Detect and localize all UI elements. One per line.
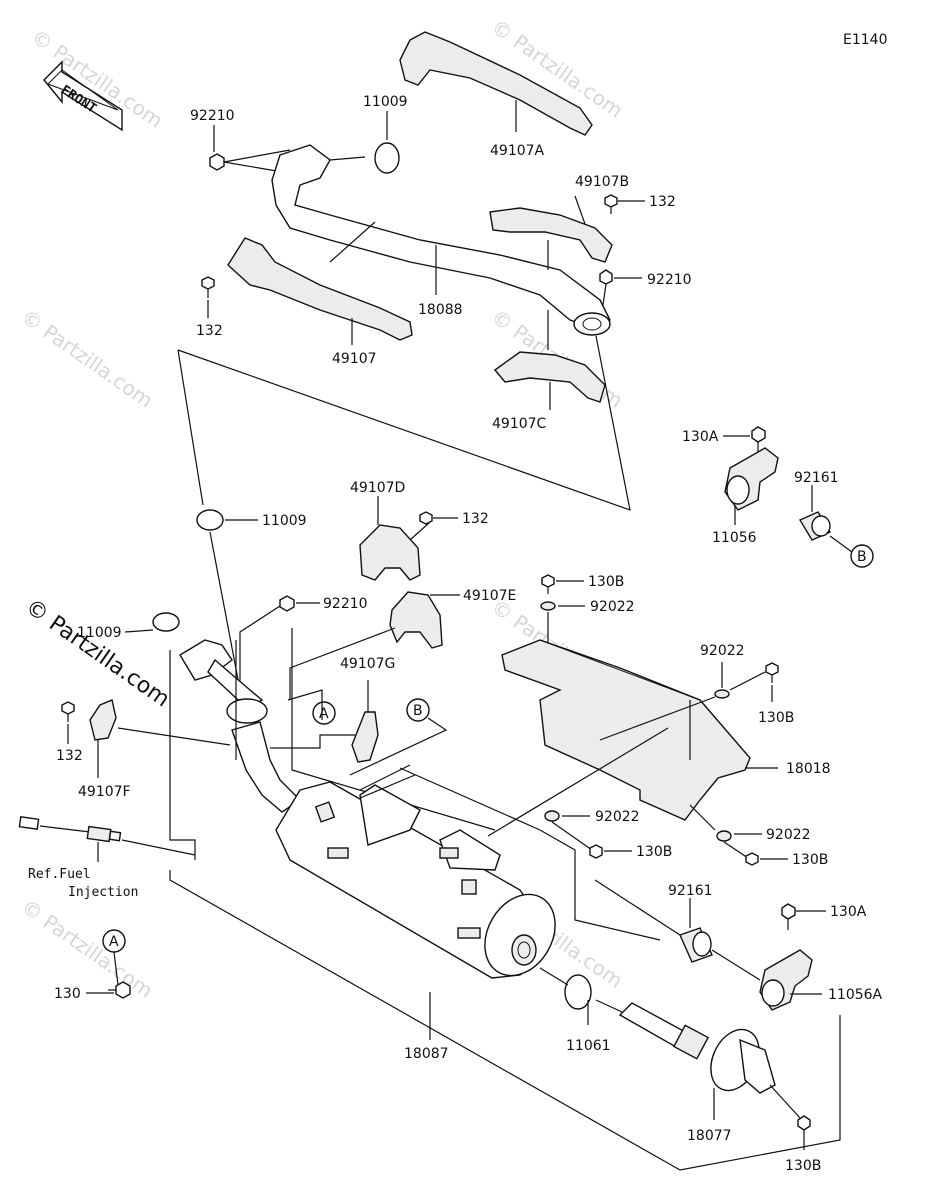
tail-pipe-18077 [618, 1002, 776, 1094]
part-label: 11009 [262, 513, 307, 529]
part-label: 49107G [340, 656, 395, 672]
nut-92210-mid [599, 269, 613, 285]
washer-92022-right [714, 689, 730, 699]
reference-note-line1: Ref.Fuel [28, 867, 91, 882]
heat-guard-49107a [399, 31, 593, 136]
exhaust-pipe-18088 [271, 144, 611, 331]
part-label: 49107E [463, 588, 516, 604]
bolt-130a-top [751, 426, 766, 452]
bolt-130b-top [541, 574, 555, 594]
part-label: 130B [636, 844, 672, 860]
part-label: 132 [56, 748, 83, 764]
callout-b [850, 544, 874, 568]
part-label: 92210 [647, 272, 692, 288]
part-label: 11056 [712, 530, 757, 546]
heat-guard-49107c [493, 351, 606, 403]
watermark-text-bold: © Partzilla.com [21, 594, 174, 712]
part-label: 11009 [77, 625, 122, 641]
oxygen-sensor [18, 816, 122, 843]
bolt-130b-lowright [745, 852, 759, 866]
part-label: 11056A [828, 987, 883, 1003]
part-label: 49107A [490, 143, 545, 159]
gasket-11009-left [152, 612, 180, 632]
part-label: 49107D [350, 480, 405, 496]
part-label: 49107F [78, 784, 131, 800]
collar-92161-top [798, 511, 832, 541]
washer-92022-lowright [716, 830, 732, 842]
heat-guard-49107e [389, 591, 443, 649]
callout-letter: B [413, 703, 423, 719]
nut-92210-low [279, 595, 295, 612]
bolt-132-top [604, 194, 618, 214]
part-label: 130A [830, 904, 867, 920]
part-label: 49107 [332, 351, 377, 367]
heat-guard-49107d [359, 524, 421, 581]
part-label: 18077 [687, 1128, 732, 1144]
bolt-130b-lower [589, 844, 603, 859]
callout-a [312, 701, 336, 725]
part-label: 132 [462, 511, 489, 527]
part-label: 130B [792, 852, 828, 868]
part-label: 92210 [323, 596, 368, 612]
part-label: 92210 [190, 108, 235, 124]
part-label: 18018 [786, 761, 831, 777]
callout-letter: A [109, 934, 119, 950]
collar-92161-low [679, 927, 713, 963]
part-label: 18088 [418, 302, 463, 318]
bolt-130 [108, 981, 131, 999]
part-label: 11009 [363, 94, 408, 110]
part-label: 92022 [595, 809, 640, 825]
part-label: 130 [54, 986, 81, 1002]
part-label: 49107B [575, 174, 629, 190]
part-label: 130B [785, 1158, 821, 1174]
bolt-130a-low [781, 903, 796, 930]
gasket-11009-top [374, 142, 400, 174]
callout-letter: B [857, 549, 867, 565]
washer-92022-top [540, 601, 556, 611]
heat-guard-49107b [489, 207, 613, 263]
part-label: 18087 [404, 1046, 449, 1062]
heat-guard-49107f [89, 699, 117, 741]
part-label: 11061 [566, 1038, 611, 1054]
diagram-code: E1140 [843, 32, 887, 48]
bolt-130b-right [765, 662, 779, 683]
gasket-11061 [564, 974, 592, 1010]
watermark-text: © Partzilla.com [17, 304, 157, 412]
part-label: 132 [649, 194, 676, 210]
watermark-text: © Partzilla.com [17, 894, 157, 1002]
heat-guard-49107g [351, 711, 379, 763]
part-label: 92022 [590, 599, 635, 615]
part-label: 92161 [794, 470, 839, 486]
part-label: 130A [682, 429, 719, 445]
part-label: 130B [588, 574, 624, 590]
part-label: 130B [758, 710, 794, 726]
bolt-132-f [61, 701, 75, 722]
exhaust-flange [179, 639, 233, 681]
bolt-132-left [201, 276, 215, 298]
bolt-132-d [419, 511, 433, 525]
nut-92210-top [209, 153, 225, 171]
gasket-11009-mid [196, 509, 224, 531]
washer-92022-lower [544, 810, 560, 822]
part-label: 92022 [700, 643, 745, 659]
part-label: 92022 [766, 827, 811, 843]
bolt-130b-bottom [797, 1115, 811, 1131]
part-label: 92161 [668, 883, 713, 899]
part-label: 132 [196, 323, 223, 339]
part-label: 49107C [492, 416, 547, 432]
reference-note-line2: Injection [68, 885, 138, 900]
callout-b [406, 698, 430, 722]
callout-letter: A [319, 706, 329, 722]
heat-guard-49107 [227, 237, 413, 341]
